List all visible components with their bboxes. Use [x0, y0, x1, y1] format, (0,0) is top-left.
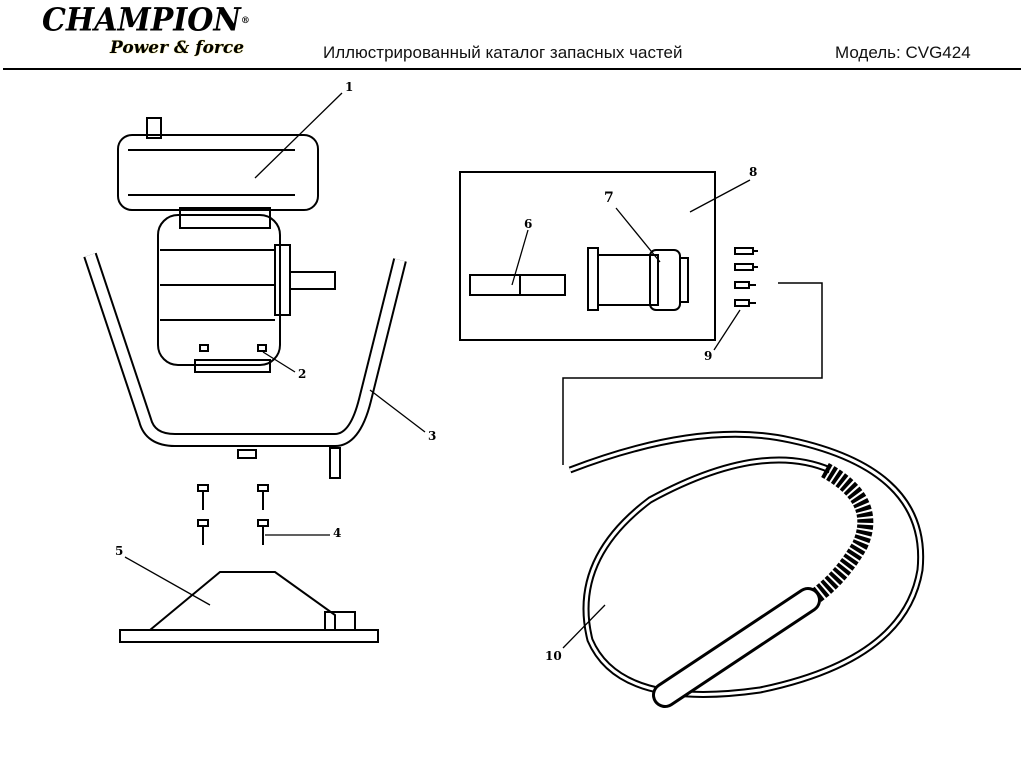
- logo-brand: CHAMPION®: [42, 2, 250, 39]
- engine-part: [117, 117, 336, 373]
- callout-4: 4: [333, 526, 341, 540]
- callout-1: 1: [345, 80, 353, 94]
- screws-part-9: [734, 247, 758, 307]
- callout-3: 3: [428, 429, 436, 443]
- page-title: Иллюстрированный каталог запасных частей: [323, 43, 683, 62]
- bolts-part-4: [197, 484, 269, 545]
- callout-2: 2: [298, 367, 306, 381]
- brand-logo: CHAMPION® Power & force: [42, 2, 250, 58]
- header-divider: [3, 68, 1021, 70]
- callout-10: 10: [545, 649, 562, 663]
- coupling-box: [459, 171, 716, 341]
- frame-part: [83, 252, 407, 479]
- callout-7: 7: [604, 190, 614, 206]
- model-label: Модель: CVG424: [835, 43, 971, 62]
- callout-5: 5: [115, 544, 123, 558]
- base-plate-part: [119, 571, 379, 643]
- leader-lines: [124, 92, 751, 649]
- coupling-part-7: [587, 247, 689, 311]
- shaft-part-6: [469, 274, 566, 296]
- callout-8: 8: [749, 165, 757, 179]
- callout-9: 9: [704, 349, 712, 363]
- logo-tagline: Power & force: [110, 38, 245, 58]
- vibrator-hose-part-10: [562, 282, 925, 708]
- callout-6: 6: [524, 217, 532, 231]
